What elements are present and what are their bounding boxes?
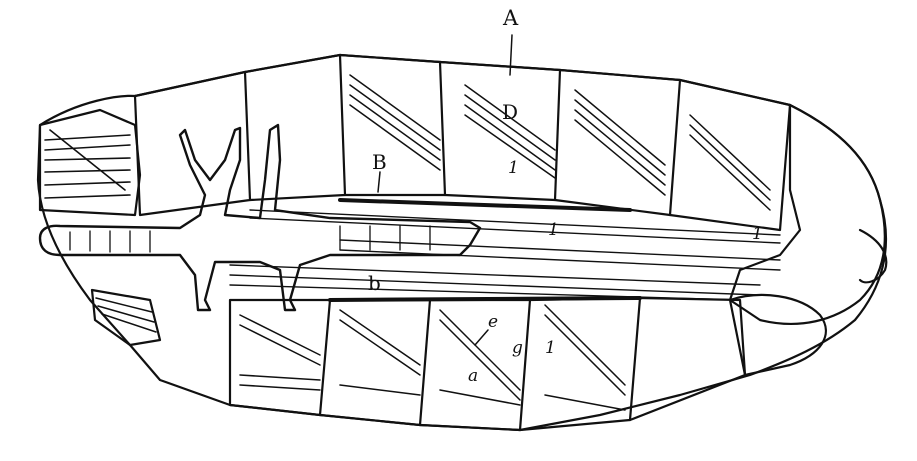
- label-B: B: [372, 152, 387, 172]
- label-b: b: [368, 273, 381, 293]
- label-e: e: [488, 314, 498, 331]
- right-end-lobe: [730, 105, 885, 324]
- lower-muscle-bands: [240, 305, 625, 410]
- label-a: a: [468, 368, 478, 385]
- label-A: A: [503, 8, 518, 29]
- left-lower-flap: [92, 290, 160, 345]
- label-g: g: [512, 340, 523, 357]
- label-D: D: [502, 102, 518, 122]
- left-end-muscle: [45, 130, 130, 198]
- trachea-rings: [70, 226, 430, 252]
- label-1-middle: 1: [548, 222, 559, 239]
- middle-band-lines: [230, 210, 780, 300]
- label-1-right: 1: [752, 226, 763, 243]
- label-1-upper: 1: [508, 160, 519, 177]
- label-1-lower: 1: [545, 340, 556, 357]
